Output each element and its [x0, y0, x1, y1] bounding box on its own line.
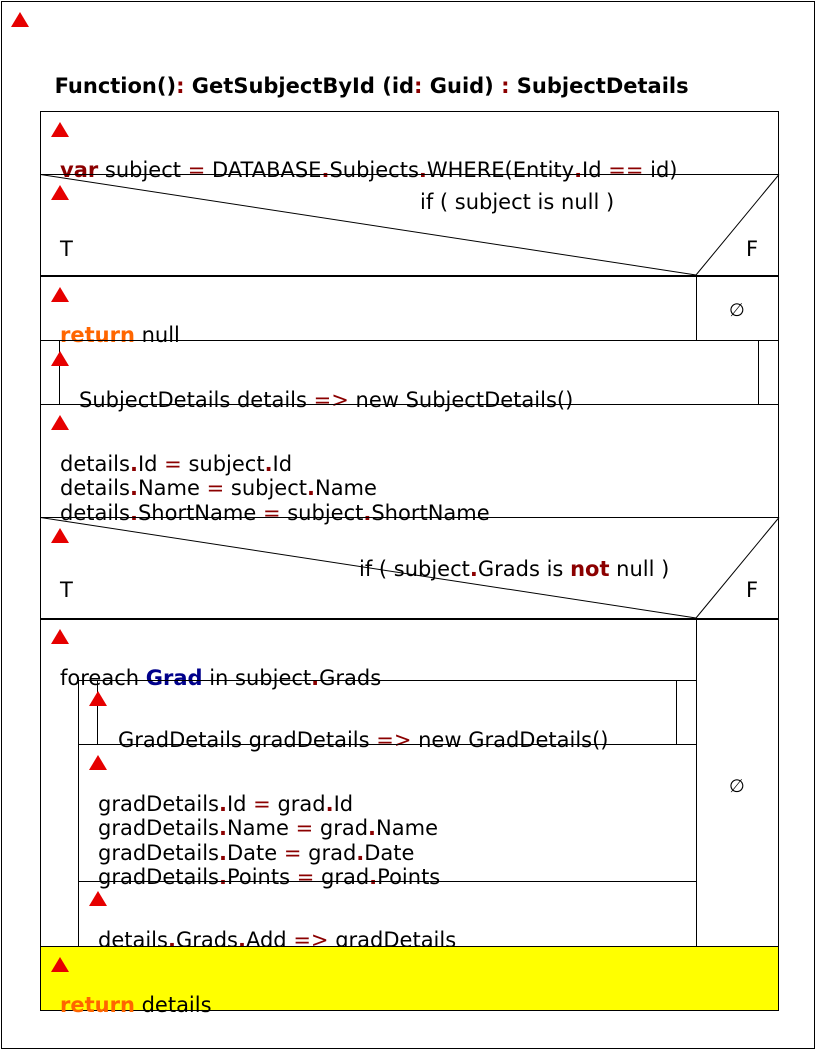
- statement-text: GradDetails gradDetails => new GradDetai…: [118, 728, 609, 752]
- statement-text: return details: [60, 993, 212, 1017]
- empty-set-symbol: ∅: [729, 776, 745, 797]
- marker-icon[interactable]: [89, 891, 107, 906]
- statement-text: details.Grads.Add => gradDetails: [98, 928, 457, 952]
- marker-icon[interactable]: [51, 528, 69, 543]
- true-label: T: [60, 237, 73, 261]
- call-right-bar: [758, 341, 759, 404]
- statement-text: return null: [60, 323, 180, 347]
- false-label: F: [746, 237, 759, 261]
- if-condition: if ( subject is null ): [420, 190, 615, 214]
- marker-icon[interactable]: [51, 122, 69, 137]
- marker-icon[interactable]: [51, 415, 69, 430]
- call-right-bar: [676, 681, 677, 744]
- if-header-1[interactable]: [40, 174, 780, 277]
- statement-text: gradDetails.Id = grad.Id gradDetails.Nam…: [98, 791, 441, 890]
- function-signature: Function(): GetSubjectById (id: Guid) : …: [54, 74, 689, 98]
- statement-text: var subject = DATABASE.Subjects.WHERE(En…: [60, 158, 678, 182]
- marker-icon[interactable]: [51, 957, 69, 972]
- marker-icon[interactable]: [51, 351, 69, 366]
- marker-icon[interactable]: [51, 629, 69, 644]
- marker-icon[interactable]: [89, 691, 107, 706]
- statement-text: details.Id = subject.Id details.Name = s…: [60, 451, 490, 525]
- collapse-marker-icon[interactable]: [11, 12, 29, 27]
- false-label: F: [746, 578, 759, 602]
- call-left-bar: [59, 341, 60, 404]
- if-condition: if ( subject.Grads is not null ): [359, 557, 670, 581]
- call-left-bar: [97, 681, 98, 744]
- marker-icon[interactable]: [89, 755, 107, 770]
- foreach-header: foreach Grad in subject.Grads: [60, 666, 382, 690]
- marker-icon[interactable]: [51, 185, 69, 200]
- empty-set-symbol: ∅: [729, 300, 745, 321]
- statement-text: SubjectDetails details => new SubjectDet…: [79, 388, 574, 412]
- statement-return-details[interactable]: [40, 946, 779, 1011]
- true-label: T: [60, 578, 73, 602]
- marker-icon[interactable]: [51, 287, 69, 302]
- if-header-2[interactable]: [40, 517, 780, 620]
